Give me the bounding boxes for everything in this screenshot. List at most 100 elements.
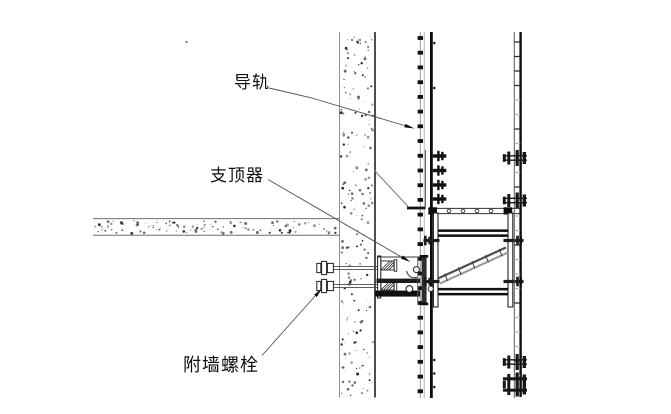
- rail-bolt-tick: [418, 375, 423, 379]
- rail-bolt-tick: [418, 213, 423, 217]
- lower-beam-bottom-flange: [438, 293, 508, 296]
- aggregate-dot: [247, 228, 250, 231]
- aggregate-dot: [252, 229, 254, 231]
- jack-roller: [413, 267, 419, 273]
- splice-bolt: [433, 180, 447, 190]
- aggregate-dot: [357, 215, 358, 216]
- bolt-head: [317, 263, 321, 272]
- aggregate-dot: [139, 230, 142, 233]
- aggregate-dot: [359, 263, 361, 265]
- aggregate-dot: [351, 192, 354, 195]
- aggregate-dot: [192, 227, 193, 228]
- aggregate-dot: [350, 279, 352, 281]
- aggregate-dot: [230, 231, 233, 234]
- rail-bolt-tick: [418, 316, 423, 320]
- aggregate-dot: [341, 300, 344, 303]
- aggregate-dot: [160, 227, 161, 228]
- aggregate-dot: [353, 171, 354, 172]
- aggregate-dot: [152, 227, 154, 229]
- aggregate-dot: [369, 357, 370, 358]
- aggregate-dot: [347, 388, 350, 391]
- upper-beam-top-flange: [438, 229, 508, 232]
- clamp-shaft: [503, 377, 527, 380]
- aggregate-dot: [362, 215, 363, 216]
- bolt-plate: [437, 165, 439, 175]
- aggregate-dot: [366, 95, 367, 96]
- aggregate-dot: [342, 381, 344, 383]
- aggregate-dot: [186, 232, 187, 233]
- aggregate-dot: [360, 244, 362, 246]
- aggregate-dot: [121, 229, 123, 231]
- aggregate-dot: [190, 230, 191, 231]
- aggregate-dot: [158, 229, 160, 231]
- aggregate-dot: [286, 224, 289, 227]
- aggregate-dot: [369, 372, 370, 373]
- aggregate-dot: [354, 209, 355, 210]
- aggregate-dot: [367, 204, 370, 207]
- aggregate-dot: [343, 181, 346, 184]
- aggregate-dot: [353, 279, 355, 281]
- rail-bolt-tick: [418, 80, 423, 84]
- aggregate-dot: [347, 136, 349, 138]
- aggregate-dot: [364, 249, 366, 251]
- aggregate-dot: [341, 109, 343, 111]
- bar-hole: [447, 209, 451, 213]
- bolt-plate: [437, 194, 439, 204]
- aggregate-dot: [340, 111, 343, 114]
- aggregate-dot: [355, 112, 357, 114]
- aggregate-dot: [361, 115, 363, 117]
- aggregate-dot: [240, 222, 241, 223]
- aggregate-dot: [364, 76, 366, 78]
- aggregate-dot: [279, 229, 282, 232]
- splice-bolt: [433, 194, 447, 204]
- aggregate-dot: [369, 306, 372, 309]
- diagonal-brace: [438, 248, 508, 284]
- aggregate-dot: [176, 224, 178, 226]
- aggregate-dot: [293, 227, 294, 228]
- aggregate-dot: [363, 349, 365, 351]
- aggregate-dot: [364, 146, 365, 147]
- aggregate-dot: [367, 68, 368, 69]
- aggregate-dot: [351, 197, 354, 200]
- aggregate-dot: [197, 224, 198, 225]
- aggregate-dot: [334, 227, 337, 230]
- bolt-nut: [428, 278, 430, 286]
- aggregate-dot: [370, 85, 372, 87]
- aggregate-dot: [356, 233, 358, 235]
- aggregate-dot: [341, 246, 344, 249]
- aggregate-dot: [367, 136, 370, 139]
- aggregate-dot: [348, 144, 349, 145]
- carriage-left-post: [433, 213, 438, 307]
- aggregate-dot: [359, 367, 361, 369]
- aggregate-dot: [369, 192, 371, 194]
- bolt-plate: [437, 151, 439, 161]
- carriage-top-bar: [428, 207, 521, 214]
- aggregate-dot: [341, 240, 344, 243]
- aggregate-dot: [212, 226, 213, 227]
- aggregate-dot: [204, 224, 206, 226]
- aggregate-dot: [165, 222, 167, 224]
- clamp-plate: [516, 354, 519, 370]
- bolt-plate: [516, 277, 519, 287]
- aggregate-dot: [353, 300, 355, 302]
- aggregate-dot: [334, 232, 336, 234]
- bolt-washer: [322, 279, 327, 292]
- aggregate-dot: [367, 46, 369, 48]
- clamp-plate: [523, 195, 526, 207]
- aggregate-dot: [358, 64, 359, 65]
- aggregate-dot: [347, 39, 348, 40]
- aggregate-dot: [270, 230, 271, 231]
- aggregate-dot: [137, 224, 139, 226]
- rail-bolt-tick: [418, 51, 423, 55]
- aggregate-dot: [347, 272, 350, 275]
- aggregate-dot: [360, 278, 362, 280]
- aggregate-dot: [365, 169, 368, 172]
- aggregate-dot: [104, 230, 106, 232]
- clamp-plate: [516, 193, 519, 209]
- aggregate-dot: [298, 223, 300, 225]
- aggregate-dot: [358, 309, 360, 311]
- aggregate-dot: [169, 221, 171, 223]
- aggregate-dot: [342, 338, 344, 340]
- aggregate-dot: [342, 134, 344, 136]
- aggregate-dot: [281, 232, 283, 234]
